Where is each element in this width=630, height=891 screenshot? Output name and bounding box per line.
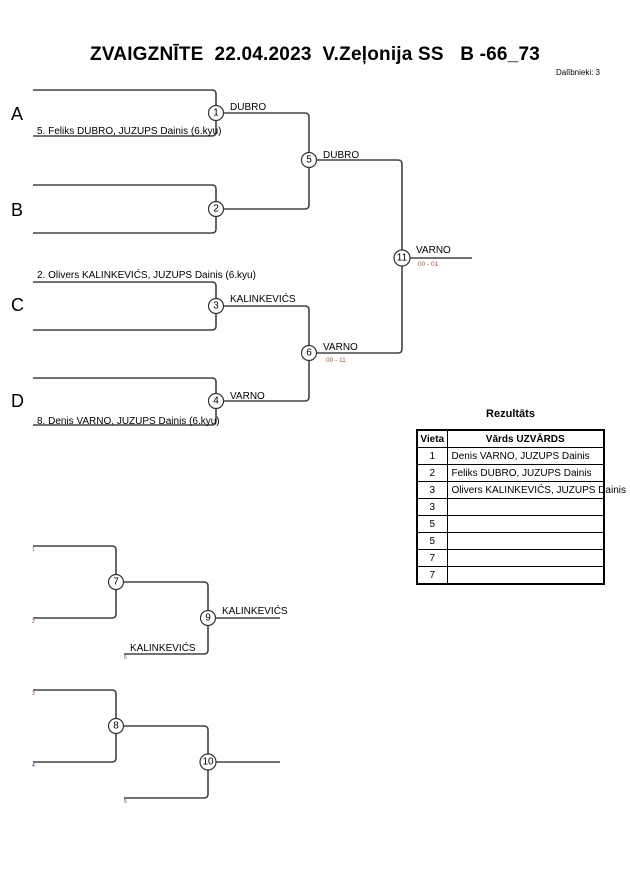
place: 7 xyxy=(416,566,448,585)
svg-text:10: 10 xyxy=(202,757,214,768)
match-score: 00 - 01 xyxy=(418,261,439,268)
name xyxy=(446,549,605,567)
match-winner: VARNO xyxy=(230,391,265,402)
svg-text:9: 9 xyxy=(205,613,211,624)
svg-text:1: 1 xyxy=(213,108,219,119)
entrant-name: 2. Olivers KALINKEVIĆS, JUZUPS Dainis (6… xyxy=(37,268,256,281)
match-winner: VARNO xyxy=(323,342,358,353)
bracket-line xyxy=(33,281,217,331)
match-winner: KALINKEVIĆS xyxy=(222,604,288,617)
bracket-line xyxy=(33,545,117,619)
pool-label-c: C xyxy=(11,295,24,315)
table-row: 7 xyxy=(416,549,605,567)
place: 1 xyxy=(416,447,448,465)
ref-number: 5 xyxy=(124,799,127,805)
column-header-name: Vārds UZVĀRDS xyxy=(446,429,605,448)
match-node-7: 7 xyxy=(107,573,125,591)
ref-number: 6 xyxy=(124,655,127,661)
place: 5 xyxy=(416,532,448,550)
table-row: 3 xyxy=(416,498,605,516)
svg-text:5: 5 xyxy=(306,155,312,166)
place: 7 xyxy=(416,549,448,567)
match-node-8: 8 xyxy=(107,717,125,735)
place: 5 xyxy=(416,515,448,533)
results-title: Rezultāts xyxy=(486,408,535,420)
match-winner: VARNO xyxy=(416,245,451,256)
participant-count: Dalībnieki: 3 xyxy=(555,68,600,77)
place: 3 xyxy=(416,481,448,499)
bracket-line xyxy=(309,159,403,354)
match-node-10: 10 xyxy=(199,753,217,771)
svg-text:4: 4 xyxy=(213,396,219,407)
name: Feliks DUBRO, JUZUPS Dainis xyxy=(446,464,605,482)
bracket-line xyxy=(216,112,310,210)
match-node-11: 11 xyxy=(393,249,411,267)
table-header-row: Vieta Vārds UZVĀRDS xyxy=(416,429,605,448)
pool-label-a: A xyxy=(11,104,23,124)
pool-label-b: B xyxy=(11,200,23,220)
svg-text:11: 11 xyxy=(397,253,408,264)
name xyxy=(446,515,605,533)
name xyxy=(446,566,605,585)
match-node-1: 1 xyxy=(207,104,225,122)
name xyxy=(446,532,605,550)
match-node-3: 3 xyxy=(207,297,225,315)
place: 3 xyxy=(416,498,448,516)
bracket-line xyxy=(33,689,117,763)
svg-text:3: 3 xyxy=(213,301,219,312)
column-header-place: Vieta xyxy=(416,429,448,448)
ref-number: 2 xyxy=(32,619,35,625)
table-row: 7 xyxy=(416,566,605,585)
match-node-5: 5 xyxy=(300,151,318,169)
entrant-name: 5. Feliks DUBRO, JUZUPS Dainis (6.kyu) xyxy=(37,126,221,137)
ref-number: 4 xyxy=(32,763,35,769)
match-node-6: 6 xyxy=(300,344,318,362)
match-winner: DUBRO xyxy=(230,102,266,113)
pool-label-d: D xyxy=(11,391,24,411)
entrant-name: 8. Denis VARNO, JUZUPS Dainis (6.kyu) xyxy=(37,416,220,427)
ref-number: 1 xyxy=(32,547,35,553)
ref-number: 3 xyxy=(32,691,35,697)
match-node-9: 9 xyxy=(199,609,217,627)
match-score: 00 - 11 xyxy=(326,357,346,364)
bracket-line xyxy=(33,184,217,234)
bracket-line xyxy=(116,725,209,799)
table-row: 5 xyxy=(416,515,605,533)
svg-text:8: 8 xyxy=(113,721,119,732)
bracket-line xyxy=(216,305,310,402)
match-node-4: 4 xyxy=(207,392,225,410)
name xyxy=(446,498,605,516)
name: Olivers KALINKEVIĆS, JUZUPS Dainis xyxy=(446,481,626,499)
place: 2 xyxy=(416,464,448,482)
match-node-2: 2 xyxy=(207,200,225,218)
entrant-name: KALINKEVIĆS xyxy=(130,641,196,654)
svg-text:7: 7 xyxy=(113,577,119,588)
name: Denis VARNO, JUZUPS Dainis xyxy=(446,447,605,465)
match-winner: DUBRO xyxy=(323,150,359,161)
svg-text:2: 2 xyxy=(213,204,219,215)
svg-text:6: 6 xyxy=(306,348,312,359)
page-title: ZVAIGZNĪTE 22.04.2023 V.Zeļonija SS B -6… xyxy=(90,44,540,65)
table-row: 5 xyxy=(416,532,605,550)
match-winner: KALINKEVIĆS xyxy=(230,292,296,305)
